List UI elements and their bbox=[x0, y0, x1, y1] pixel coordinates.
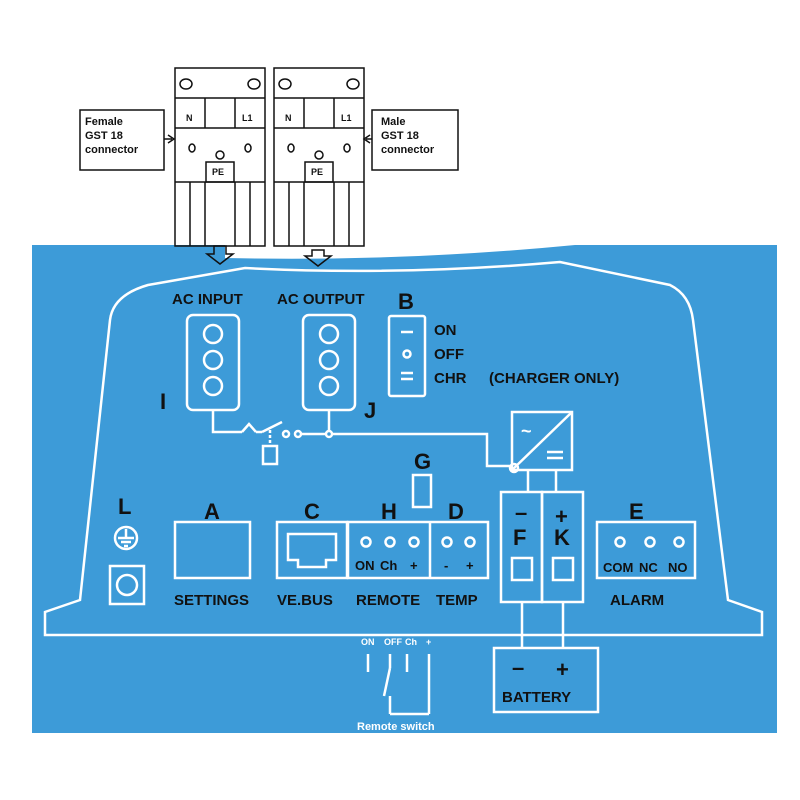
label-h: H bbox=[381, 499, 397, 524]
battery bbox=[492, 646, 600, 714]
ground-terminal bbox=[108, 564, 146, 606]
transfer-relay bbox=[211, 410, 512, 468]
label-e: E bbox=[629, 499, 644, 524]
label-g: G bbox=[414, 449, 431, 474]
down-arrow-icon bbox=[302, 249, 334, 267]
vebus-label: VE.BUS bbox=[277, 592, 333, 609]
alarm-terminal bbox=[595, 520, 697, 580]
female-l1-label: L1 bbox=[242, 113, 253, 123]
label-f: F bbox=[513, 525, 526, 550]
battery-minus-label: – bbox=[512, 655, 524, 680]
male-label-line1: Male bbox=[381, 116, 405, 128]
male-label-line3: connector bbox=[381, 144, 435, 156]
ground-icon bbox=[113, 525, 139, 551]
remote-label: REMOTE bbox=[356, 592, 420, 609]
dc-minus-label: – bbox=[515, 500, 527, 525]
label-k: K bbox=[554, 525, 570, 550]
right-arrow-icon bbox=[164, 134, 176, 144]
settings-port bbox=[173, 520, 252, 580]
female-n-label: N bbox=[186, 113, 193, 123]
remote-ch-label: Ch bbox=[380, 558, 397, 573]
label-l: L bbox=[118, 494, 131, 519]
temp-plus-label: + bbox=[466, 558, 474, 573]
label-i: I bbox=[160, 389, 166, 414]
ac-wave-icon: ~ bbox=[521, 421, 532, 441]
device-outline bbox=[43, 260, 764, 637]
device-panel bbox=[32, 245, 777, 733]
battery-plus-label: + bbox=[556, 657, 569, 682]
label-d: D bbox=[448, 499, 464, 524]
female-label-line2: GST 18 bbox=[85, 130, 123, 142]
battery-label: BATTERY bbox=[502, 689, 571, 706]
male-pe-label: PE bbox=[311, 167, 323, 177]
left-arrow-icon bbox=[362, 134, 372, 144]
remote-on-label: ON bbox=[355, 558, 375, 573]
alarm-nc-label: NC bbox=[639, 560, 658, 575]
male-l1-label: L1 bbox=[341, 113, 352, 123]
label-j: J bbox=[364, 398, 376, 423]
alarm-label: ALARM bbox=[610, 592, 664, 609]
remote-plus-label: + bbox=[410, 558, 418, 573]
temp-minus-label: - bbox=[444, 558, 448, 573]
temp-label: TEMP bbox=[436, 592, 478, 609]
male-label-line2: GST 18 bbox=[381, 130, 419, 142]
component-g bbox=[411, 473, 433, 509]
sw-off-label: OFF bbox=[384, 637, 402, 647]
ac-output-label: AC OUTPUT bbox=[277, 291, 365, 308]
female-pe-label: PE bbox=[212, 167, 224, 177]
ac-input-label: AC INPUT bbox=[172, 291, 243, 308]
mode-switch-b bbox=[387, 314, 427, 398]
female-label-line1: Female bbox=[85, 116, 123, 128]
label-b: B bbox=[398, 289, 414, 314]
sw-on-label: ON bbox=[361, 637, 375, 647]
charger-only-label: (CHARGER ONLY) bbox=[489, 370, 619, 387]
dc-plus-label: + bbox=[555, 504, 568, 529]
female-label-line3: connector bbox=[85, 144, 139, 156]
remote-switch-label: Remote switch bbox=[357, 721, 435, 733]
settings-label: SETTINGS bbox=[174, 592, 249, 609]
down-arrow-icon bbox=[204, 245, 236, 265]
alarm-com-label: COM bbox=[603, 560, 633, 575]
remote-switch-diagram: ON OFF Ch + Remote switch bbox=[357, 637, 435, 733]
sw-ch-label: Ch bbox=[405, 637, 417, 647]
remote-temp-terminal bbox=[346, 520, 490, 580]
label-a: A bbox=[204, 499, 220, 524]
switch-chr-label: CHR bbox=[434, 370, 467, 387]
female-connector: N L1 PE bbox=[174, 67, 266, 265]
male-connector: N L1 PE bbox=[273, 67, 365, 267]
alarm-no-label: NO bbox=[668, 560, 688, 575]
inverter-block bbox=[510, 410, 574, 472]
switch-on-label: ON bbox=[434, 322, 457, 339]
label-c: C bbox=[304, 499, 320, 524]
male-n-label: N bbox=[285, 113, 292, 123]
switch-off-label: OFF bbox=[434, 346, 464, 363]
sw-plus-label: + bbox=[426, 637, 431, 647]
